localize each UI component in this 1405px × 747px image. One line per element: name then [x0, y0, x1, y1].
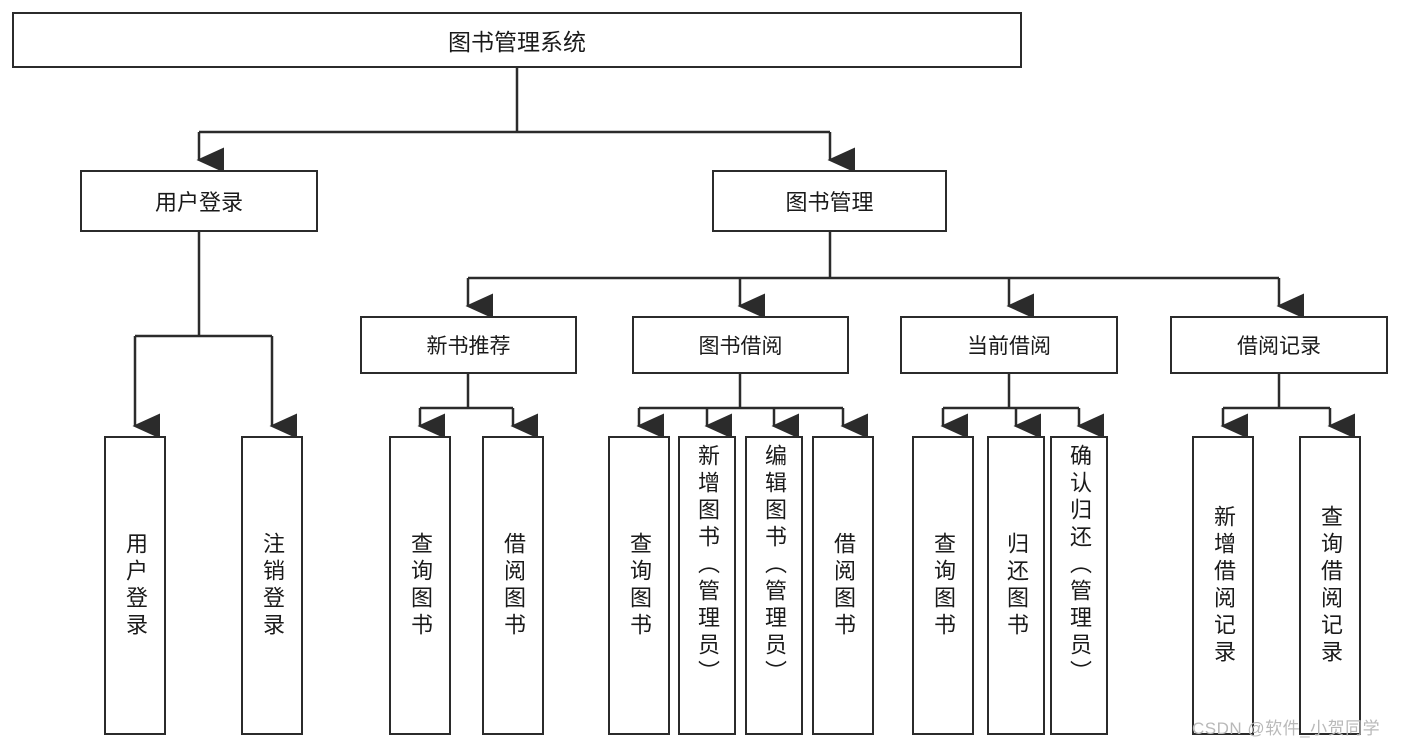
node-book-borrow[interactable]: 图书借阅 — [632, 316, 849, 374]
leaf-logout[interactable]: 注销登录 — [241, 436, 303, 735]
node-borrow-record[interactable]: 借阅记录 — [1170, 316, 1388, 374]
leaf-return-book[interactable]: 归还图书 — [987, 436, 1045, 735]
leaf-add-book-admin[interactable]: 新增图书（管理员） — [678, 436, 736, 735]
node-user-login[interactable]: 用户登录 — [80, 170, 318, 232]
leaf-borrow-book-recommend[interactable]: 借阅图书 — [482, 436, 544, 735]
leaf-borrow-book[interactable]: 借阅图书 — [812, 436, 874, 735]
node-new-book-recommend[interactable]: 新书推荐 — [360, 316, 577, 374]
leaf-query-borrow-record[interactable]: 查询借阅记录 — [1299, 436, 1361, 735]
node-book-management[interactable]: 图书管理 — [712, 170, 947, 232]
watermark-text: CSDN @软件_小贺同学 — [1192, 719, 1381, 738]
leaf-query-book-recommend[interactable]: 查询图书 — [389, 436, 451, 735]
leaf-edit-book-admin[interactable]: 编辑图书（管理员） — [745, 436, 803, 735]
leaf-user-login[interactable]: 用户登录 — [104, 436, 166, 735]
node-root-system[interactable]: 图书管理系统 — [12, 12, 1022, 68]
leaf-confirm-return-admin[interactable]: 确认归还（管理员） — [1050, 436, 1108, 735]
leaf-query-book-borrow[interactable]: 查询图书 — [608, 436, 670, 735]
leaf-add-borrow-record[interactable]: 新增借阅记录 — [1192, 436, 1254, 735]
leaf-query-book-current[interactable]: 查询图书 — [912, 436, 974, 735]
node-current-borrow[interactable]: 当前借阅 — [900, 316, 1118, 374]
